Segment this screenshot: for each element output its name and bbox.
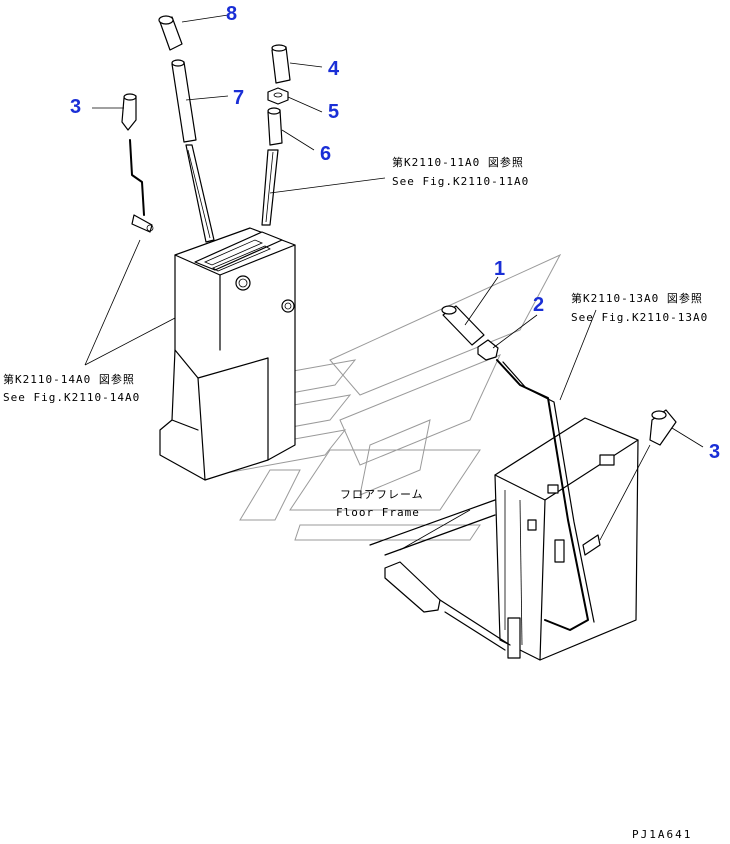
- ref-13a0-jp: 第K2110-13A0 図参照: [571, 291, 703, 305]
- leader-lines: [84, 14, 704, 448]
- ref-14a0-jp: 第K2110-14A0 図参照: [3, 372, 135, 386]
- callout-3-left: 3: [70, 96, 81, 118]
- floor-frame-label-jp: フロアフレーム: [340, 488, 424, 501]
- lever-rod-7: [171, 59, 215, 243]
- right-lever-rod: [496, 359, 595, 631]
- nut-5: [267, 87, 289, 105]
- watermark-logo: [204, 253, 562, 541]
- ref-14a0-en: See Fig.K2110-14A0: [3, 391, 140, 404]
- knob-8: [158, 15, 183, 51]
- sleeve-6: [261, 107, 283, 226]
- callout-8: 8: [226, 3, 237, 25]
- callout-4: 4: [328, 58, 340, 80]
- ref-11a0-en: See Fig.K2110-11A0: [392, 175, 529, 188]
- left-console-box: [159, 227, 296, 481]
- floor-frame: [369, 417, 639, 661]
- floor-frame-label-en: Floor Frame: [336, 506, 420, 519]
- knob-1: [441, 305, 485, 346]
- drawing-code: PJ1A641: [632, 828, 692, 841]
- callout-6: 6: [320, 143, 331, 165]
- knob-3-left: [121, 93, 154, 233]
- ref-11a0-jp: 第K2110-11A0 図参照: [392, 155, 524, 169]
- knob-3-right: [582, 409, 677, 556]
- callout-7: 7: [233, 87, 244, 109]
- nut-2: [477, 339, 499, 361]
- callout-3-right: 3: [709, 441, 720, 463]
- callout-1: 1: [494, 258, 505, 280]
- ref-13a0-en: See Fig.K2110-13A0: [571, 311, 708, 324]
- knob-4: [271, 44, 291, 84]
- callout-2: 2: [533, 294, 544, 316]
- callout-5: 5: [328, 101, 339, 123]
